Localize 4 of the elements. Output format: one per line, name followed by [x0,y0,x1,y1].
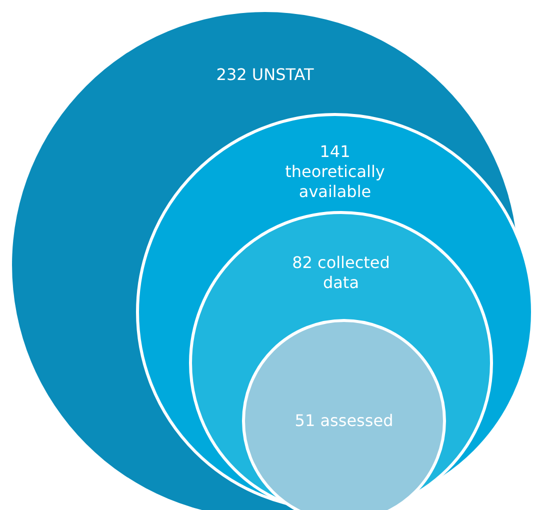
circle-label: 232 UNSTAT [215,65,315,85]
circle-label: 141 theoretically available [284,142,386,202]
circle-label: 51 assessed [294,411,394,431]
circle-label: 82 collected data [291,253,391,293]
